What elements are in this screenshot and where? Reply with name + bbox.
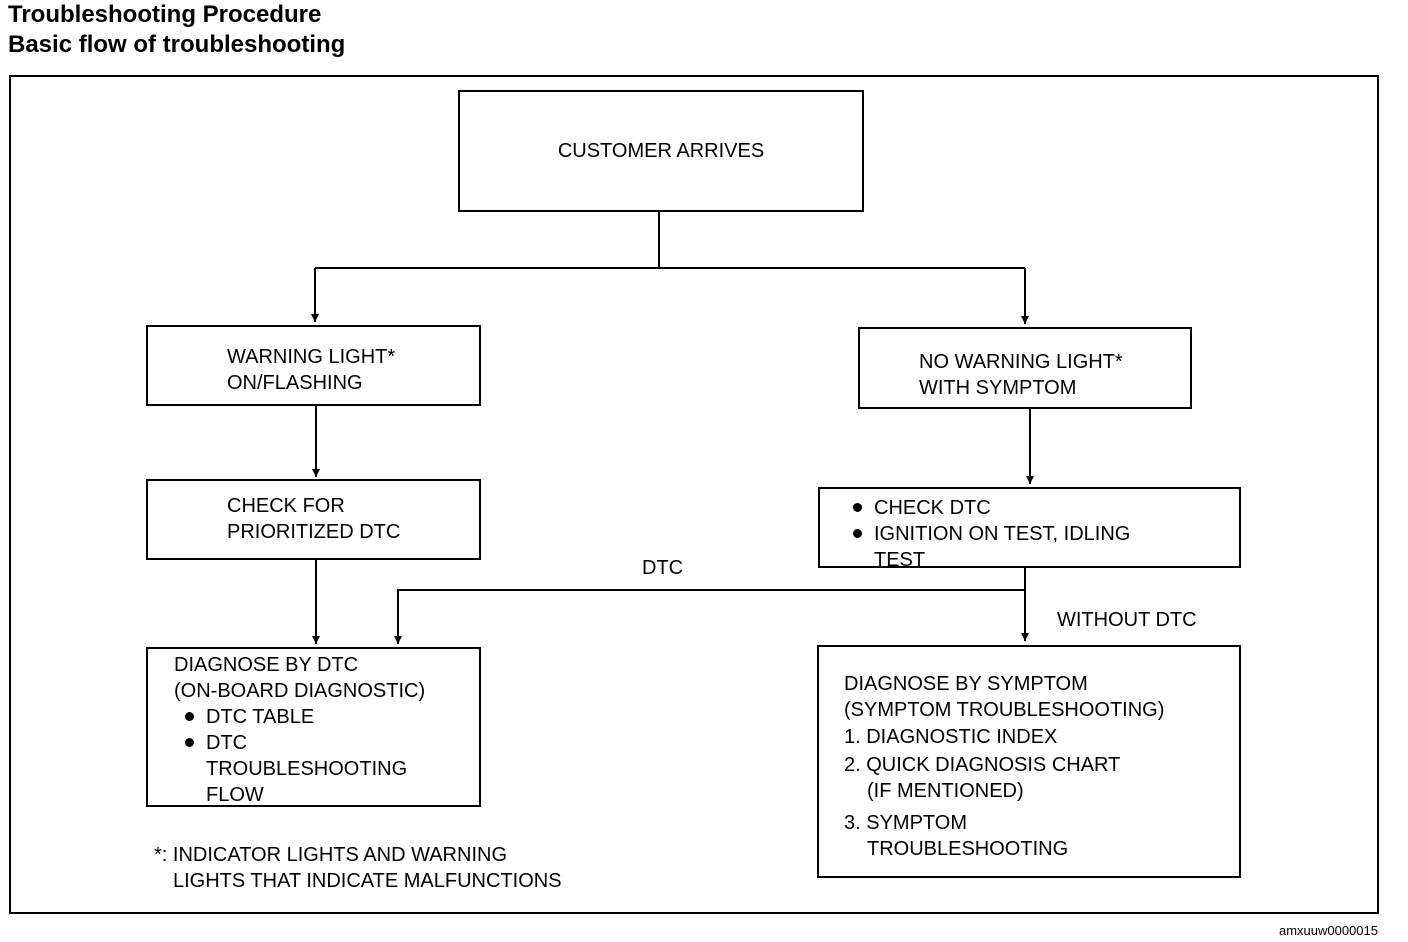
warning-light-line1: WARNING LIGHT* (227, 346, 396, 368)
bullet-icon (185, 738, 194, 747)
warning-light-box: WARNING LIGHT* ON/FLASHING (146, 325, 481, 406)
check-prioritized-line2: PRIORITIZED DTC (227, 521, 401, 543)
quick-diagnosis-line2: (IF MENTIONED) (867, 780, 1024, 802)
quick-diagnosis-line1: 2. QUICK DIAGNOSIS CHART (844, 754, 1121, 776)
no-warning-light-line1: NO WARNING LIGHT* (919, 351, 1123, 373)
diagnose-dtc-line2: (ON-BOARD DIAGNOSTIC) (174, 680, 426, 702)
diagnostic-index-item: 1. DIAGNOSTIC INDEX (844, 726, 1058, 748)
dtc-flow-line1: DTC (206, 732, 248, 754)
check-prioritized-line1: CHECK FOR (227, 495, 345, 517)
customer-arrives-label: CUSTOMER ARRIVES (557, 140, 765, 162)
diagnose-by-symptom-box: DIAGNOSE BY SYMPTOM (SYMPTOM TROUBLESHOO… (817, 645, 1241, 878)
diagnose-symptom-line1: DIAGNOSE BY SYMPTOM (844, 673, 1088, 695)
symptom-troubleshooting-line1: 3. SYMPTOM (844, 812, 967, 834)
figure-code: amxuuw0000015 (1278, 923, 1378, 938)
diagnose-dtc-line1: DIAGNOSE BY DTC (174, 654, 359, 676)
check-dtc-box: CHECK DTC IGNITION ON TEST, IDLING TEST (818, 487, 1241, 571)
ignition-test-bullet-item: IGNITION ON TEST, IDLING TEST (853, 521, 1239, 573)
dtc-flow-bullet-item: DTC TROUBLESHOOTING FLOW (174, 730, 479, 808)
dtc-table-bullet-item: DTC TABLE (174, 704, 479, 730)
symptom-troubleshooting-line2: TROUBLESHOOTING (867, 838, 1069, 860)
arrow-dtc-branch (394, 589, 1025, 644)
warning-light-line2: ON/FLASHING (227, 372, 363, 394)
dtc-edge-label: DTC (642, 557, 684, 579)
customer-arrives-box: CUSTOMER ARRIVES (458, 90, 864, 212)
footnote-line1: *: INDICATOR LIGHTS AND WARNING (154, 844, 507, 866)
diagram-frame (9, 75, 1379, 914)
bullet-icon (853, 529, 862, 538)
diagnose-by-dtc-box: DIAGNOSE BY DTC (ON-BOARD DIAGNOSTIC) DT… (146, 647, 481, 807)
ignition-test-line2: TEST (874, 549, 926, 571)
page-subtitle: Basic flow of troubleshooting (8, 31, 346, 58)
diagnose-symptom-line2: (SYMPTOM TROUBLESHOOTING) (844, 699, 1165, 721)
check-prioritized-dtc-box: CHECK FOR PRIORITIZED DTC (146, 479, 481, 560)
ignition-test-line1: IGNITION ON TEST, IDLING (874, 523, 1131, 545)
no-warning-light-line2: WITH SYMPTOM (919, 377, 1077, 399)
bullet-icon (185, 712, 194, 721)
bullet-icon (853, 503, 862, 512)
no-warning-light-box: NO WARNING LIGHT* WITH SYMPTOM (858, 327, 1192, 409)
dtc-flow-line3: FLOW (206, 784, 264, 806)
dtc-flow-line2: TROUBLESHOOTING (206, 758, 408, 780)
without-dtc-edge-label: WITHOUT DTC (1057, 609, 1197, 631)
footnote-line2: LIGHTS THAT INDICATE MALFUNCTIONS (173, 870, 562, 892)
check-dtc-bullet1: CHECK DTC (874, 497, 991, 519)
dtc-table-label: DTC TABLE (206, 706, 315, 728)
page-title: Troubleshooting Procedure (8, 1, 322, 28)
connector-start-split (315, 211, 1025, 269)
check-dtc-bullet-item: CHECK DTC (853, 495, 1239, 521)
